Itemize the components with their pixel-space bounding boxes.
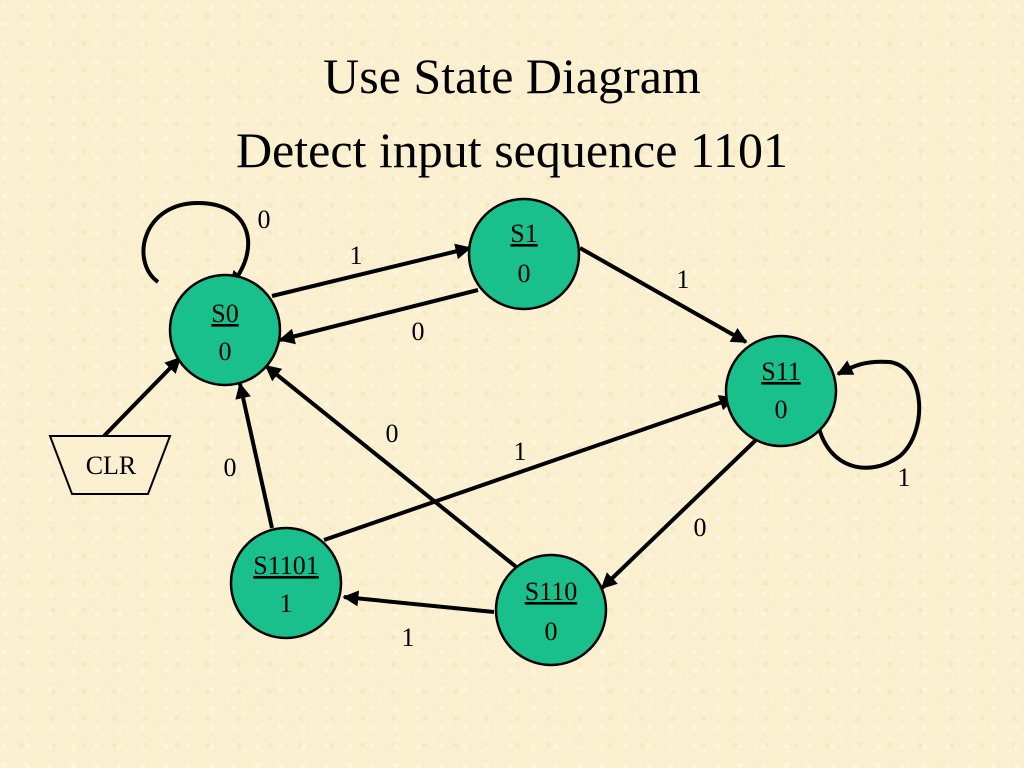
edge-s110-to-s1101 [342,590,495,614]
edge-s110-to-s0 [264,364,522,572]
state-s0: S0 0 [168,273,282,387]
edge-s11-to-s110 [600,436,760,590]
edge-s1-to-s11 [579,246,748,344]
state-s11-name: S11 [761,357,801,386]
label-s11-self: 1 [898,463,911,492]
state-s0-output: 0 [219,337,232,366]
label-s110-to-s1101: 1 [402,623,415,652]
state-s1101: S1101 1 [229,526,343,640]
state-s1101-output: 1 [280,589,293,618]
edge-clr-to-s0 [102,356,182,438]
state-s110-output: 0 [545,617,558,646]
label-s1101-to-s11: 1 [514,437,527,466]
state-s110: S110 0 [494,553,608,667]
clr-input-shape [48,435,172,495]
edge-s1-to-s0 [278,288,479,345]
title-line-2: Detect input sequence 1101 [235,122,789,178]
label-s0-self: 0 [258,205,271,234]
state-s110-name: S110 [525,577,578,606]
label-s1-to-s0: 0 [412,317,425,346]
edge-s0-self [141,200,251,288]
label-s11-to-s110: 0 [694,513,707,542]
edge-s1101-to-s0 [235,382,274,529]
state-s11: S11 0 [724,334,838,448]
state-s1101-name: S1101 [253,551,319,580]
state-s1-output: 0 [518,259,531,288]
label-s1101-to-s0: 0 [224,453,237,482]
label-s1-to-s11: 1 [677,265,690,294]
state-s11-output: 0 [775,395,788,424]
edge-s11-self [816,359,922,470]
state-s1-name: S1 [510,219,537,248]
label-s110-to-s0: 0 [386,419,399,448]
title-line-1: Use State Diagram [323,48,701,104]
state-s1: S1 0 [467,197,581,311]
state-s0-name: S0 [211,299,238,328]
label-s0-to-s1: 1 [350,241,363,270]
clr-label: CLR [86,451,137,480]
edge-s1101-to-s11 [323,395,736,542]
edge-s0-to-s1 [271,243,472,298]
